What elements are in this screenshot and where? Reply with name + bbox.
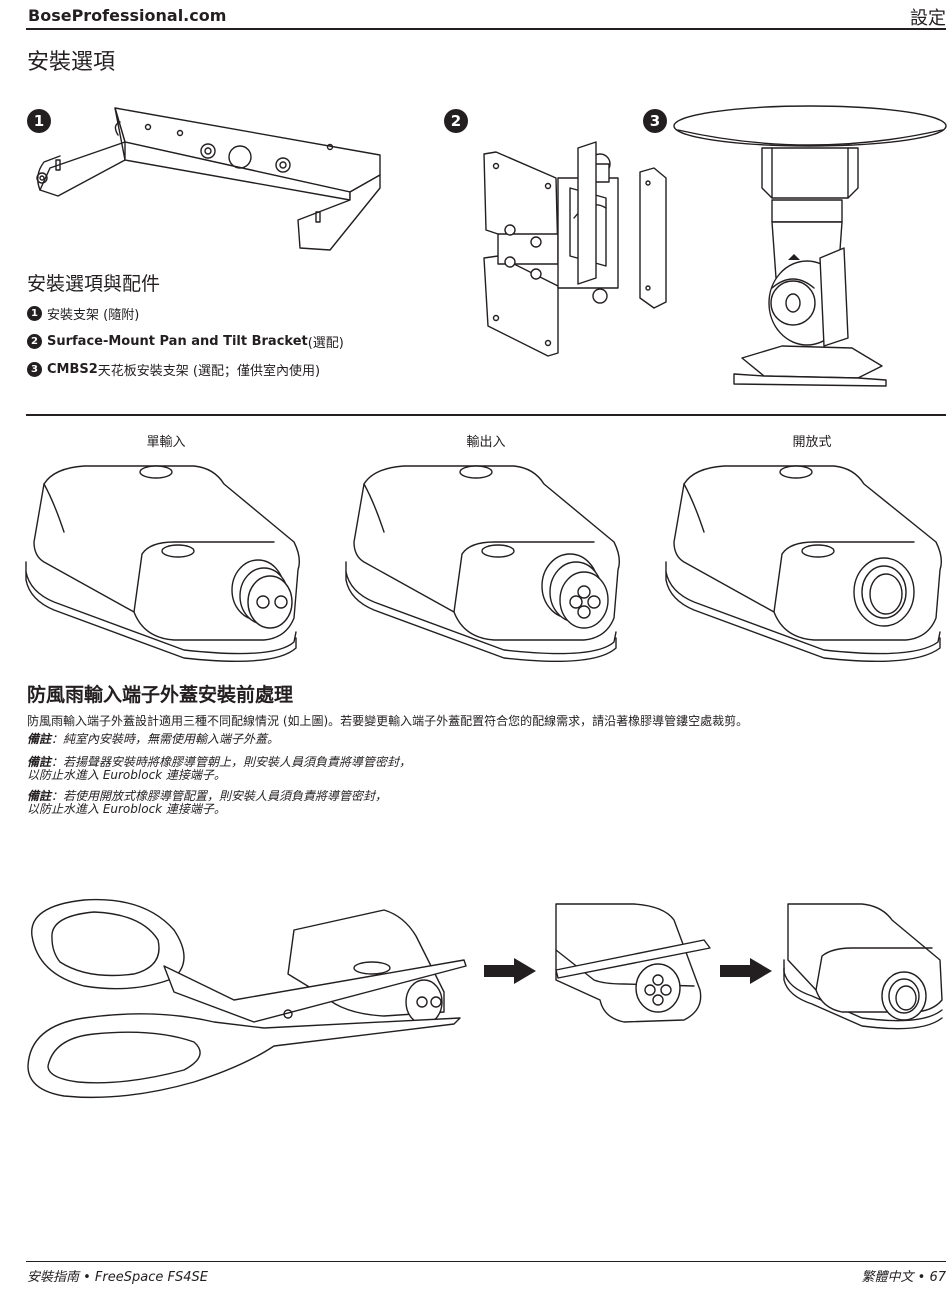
section-title: 設定 [910,8,946,29]
option-1-number: 1 [27,306,42,321]
note-3-label: 備註 [27,789,52,803]
ceiling-bracket-illustration [673,105,947,387]
note-2-line-2: 以防止水進入 Euroblock 連接端子。 [27,768,226,782]
footer-rule [26,1261,946,1262]
scissors-cutting-illustration [27,898,467,1099]
option-1: 1 安裝支架 (隨附) [27,304,139,323]
option-3-name: CMBS2 [47,362,98,377]
note-2-label: 備註 [27,755,52,769]
callout-2: 2 [444,109,468,133]
callout-3: 3 [643,109,667,133]
arrow-right-icon-1 [484,958,536,984]
caption-input-output: 輸出入 [466,435,506,450]
note-2-line-1: ：若揚聲器安裝時將橡膠導管朝上，則安裝人員須負責將導管密封， [51,755,412,769]
note-3-line-2: 以防止水進入 Euroblock 連接端子。 [27,802,226,816]
note-3-line-1: ：若使用開放式橡膠導管配置，則安裝人員須負責將導管密封， [51,789,388,803]
note-1-label: 備註 [27,732,52,746]
cover-open-illustration [665,465,943,663]
header-rule [26,28,946,30]
site-url: BoseProfessional.com [28,6,227,25]
cover-after-cut-illustration [783,903,943,1030]
pan-tilt-bracket-illustration [483,141,667,357]
option-2: 2 Surface-Mount Pan and Tilt Bracket (選配… [27,332,344,351]
note-1: 備註：純室內安裝時，無需使用輸入端子外蓋。 [27,733,279,746]
callout-1: 1 [27,109,51,133]
option-1-text: 安裝支架 (隨附) [47,308,140,323]
options-heading: 安裝選項與配件 [27,273,161,295]
section-rule [26,414,946,416]
cover-input-output-illustration [345,465,621,663]
caption-single-input: 單輸入 [146,435,186,450]
footer-page-number: 繁體中文 • 67 [861,1270,946,1285]
arrow-right-icon-2 [720,958,772,984]
note-1-line-1: ：純室內安裝時，無需使用輸入端子外蓋。 [51,732,280,746]
mounting-bracket-illustration [36,107,381,251]
note-3: 備註：若使用開放式橡膠導管配置，則安裝人員須負責將導管密封， 以防止水進入 Eu… [27,790,387,816]
option-3: 3 CMBS2 天花板安裝支架 (選配；僅供室內使用) [27,360,320,379]
cover-single-input-illustration [25,465,301,663]
footer-doc-title: 安裝指南 • FreeSpace FS4SE [27,1270,208,1285]
prep-heading: 防風雨輸入端子外蓋安裝前處理 [27,684,294,706]
option-3-number: 3 [27,362,42,377]
cover-cut-illustration [555,903,711,1023]
option-2-text: (選配) [307,336,344,351]
option-2-name: Surface-Mount Pan and Tilt Bracket [47,334,308,349]
caption-open: 開放式 [792,435,832,450]
option-3-text: 天花板安裝支架 (選配；僅供室內使用) [97,364,321,379]
note-2: 備註：若揚聲器安裝時將橡膠導管朝上，則安裝人員須負責將導管密封， 以防止水進入 … [27,756,411,782]
prep-text: 防風雨輸入端子外蓋設計適用三種不同配線情況 (如上圖)。若要變更輸入端子外蓋配置… [27,714,749,728]
option-2-number: 2 [27,334,42,349]
page-title: 安裝選項 [27,50,116,75]
